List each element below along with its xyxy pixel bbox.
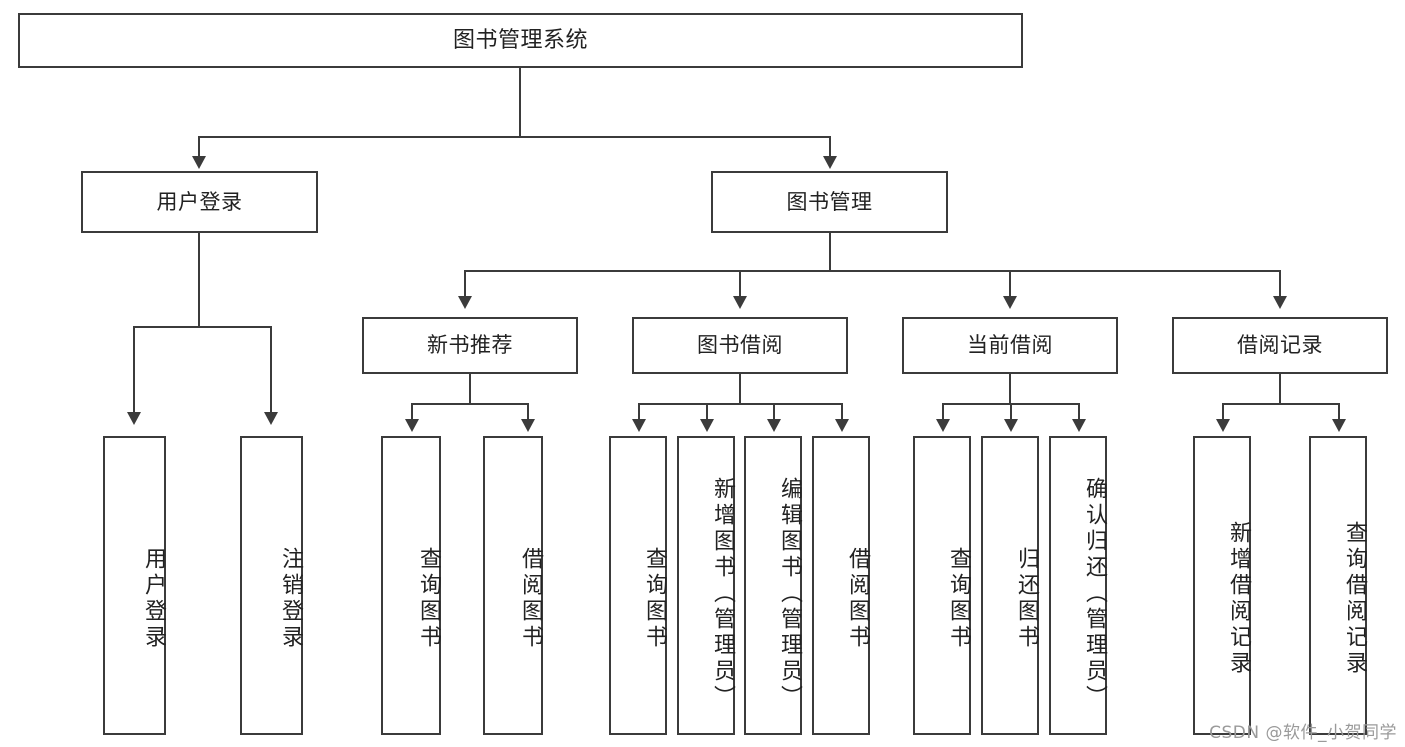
edge-root-to-bookmgmt: [829, 136, 831, 158]
arrowhead-current-to-leaf1: [936, 419, 950, 432]
leaf-edit-book-admin[interactable]: 编辑图书（管理员）: [744, 436, 802, 735]
edge-current-stem: [1009, 374, 1011, 403]
edge-current-to-leaf1: [942, 403, 944, 421]
arrowhead-current-to-leaf2: [1004, 419, 1018, 432]
edge-bookmgmt-to-current: [1009, 270, 1011, 298]
edge-borrow-stem: [739, 374, 741, 403]
node-label: 注销登录: [278, 546, 303, 651]
edge-borrow-to-leaf4: [841, 403, 843, 421]
arrowhead-bookmgmt-to-records: [1273, 296, 1287, 309]
arrowhead-login-to-leaf2: [264, 412, 278, 425]
edge-borrow-to-leaf2: [706, 403, 708, 421]
edge-borrow-to-leaf1: [638, 403, 640, 421]
arrowhead-records-to-leaf1: [1216, 419, 1230, 432]
edge-records-bus: [1222, 403, 1338, 405]
node-user-login[interactable]: 用户登录: [81, 171, 318, 233]
node-label: 查询借阅记录: [1342, 520, 1367, 677]
edge-records-to-leaf1: [1222, 403, 1224, 421]
arrowhead-records-to-leaf2: [1332, 419, 1346, 432]
edge-login-to-leaf2: [270, 326, 272, 414]
arrowhead-newbooks-to-leaf2: [521, 419, 535, 432]
node-label: 借阅图书: [518, 546, 543, 651]
node-label: 新书推荐: [427, 333, 513, 358]
arrowhead-login-to-leaf1: [127, 412, 141, 425]
leaf-borrow-book-newbooks[interactable]: 借阅图书: [483, 436, 543, 735]
arrowhead-bookmgmt-to-borrow: [733, 296, 747, 309]
edge-borrow-bus: [638, 403, 841, 405]
arrowhead-current-to-leaf3: [1072, 419, 1086, 432]
edge-newbooks-to-leaf2: [527, 403, 529, 421]
arrowhead-root-to-bookmgmt: [823, 156, 837, 169]
node-label: 确认归还（管理员）: [1082, 476, 1107, 711]
node-label: 用户登录: [156, 189, 243, 214]
edge-bookmgmt-to-borrow: [739, 270, 741, 298]
node-label: 借阅记录: [1237, 333, 1323, 358]
node-label: 查询图书: [946, 546, 971, 651]
leaf-logout[interactable]: 注销登录: [240, 436, 303, 735]
edge-bookmgmt-bus: [464, 270, 1280, 272]
arrowhead-bookmgmt-to-current: [1003, 296, 1017, 309]
leaf-borrow-book-borrow[interactable]: 借阅图书: [812, 436, 870, 735]
edge-newbooks-to-leaf1: [411, 403, 413, 421]
arrowhead-borrow-to-leaf1: [632, 419, 646, 432]
node-root-system[interactable]: 图书管理系统: [18, 13, 1023, 68]
node-label: 图书管理系统: [452, 27, 588, 53]
leaf-confirm-return-admin[interactable]: 确认归还（管理员）: [1049, 436, 1107, 735]
node-label: 新增图书（管理员）: [710, 476, 735, 711]
arrowhead-borrow-to-leaf3: [767, 419, 781, 432]
edge-bookmgmt-to-newbooks: [464, 270, 466, 298]
node-label: 用户登录: [141, 546, 166, 651]
edge-newbooks-stem: [469, 374, 471, 403]
edge-borrow-to-leaf3: [773, 403, 775, 421]
arrowhead-borrow-to-leaf4: [835, 419, 849, 432]
watermark: CSDN @软件_小贺同学: [1209, 723, 1397, 743]
node-label: 当前借阅: [967, 333, 1053, 358]
arrowhead-borrow-to-leaf2: [700, 419, 714, 432]
edge-records-to-leaf2: [1338, 403, 1340, 421]
node-label: 查询图书: [416, 546, 441, 651]
leaf-query-book-borrow[interactable]: 查询图书: [609, 436, 667, 735]
edge-bookmgmt-to-records: [1279, 270, 1281, 298]
node-label: 新增借阅记录: [1226, 520, 1251, 677]
leaf-return-book[interactable]: 归还图书: [981, 436, 1039, 735]
node-label: 查询图书: [642, 546, 667, 651]
node-label: 借阅图书: [845, 546, 870, 651]
edge-bookmgmt-stem: [829, 233, 831, 270]
node-label: 图书借阅: [697, 333, 783, 358]
node-book-management[interactable]: 图书管理: [711, 171, 948, 233]
leaf-query-borrow-record[interactable]: 查询借阅记录: [1309, 436, 1367, 735]
arrowhead-root-to-login: [192, 156, 206, 169]
edge-root-stem: [519, 68, 521, 136]
arrowhead-newbooks-to-leaf1: [405, 419, 419, 432]
node-current-borrow[interactable]: 当前借阅: [902, 317, 1118, 374]
edge-current-to-leaf2: [1010, 403, 1012, 421]
leaf-add-borrow-record[interactable]: 新增借阅记录: [1193, 436, 1251, 735]
leaf-add-book-admin[interactable]: 新增图书（管理员）: [677, 436, 735, 735]
node-label: 编辑图书（管理员）: [777, 476, 802, 711]
leaf-query-book-newbooks[interactable]: 查询图书: [381, 436, 441, 735]
edge-root-bus: [198, 136, 830, 138]
node-label: 归还图书: [1014, 546, 1039, 651]
edge-root-to-login: [198, 136, 200, 158]
leaf-user-login[interactable]: 用户登录: [103, 436, 166, 735]
node-label: 图书管理: [786, 189, 873, 214]
edge-login-stem: [198, 233, 200, 326]
leaf-query-book-current[interactable]: 查询图书: [913, 436, 971, 735]
node-book-borrow[interactable]: 图书借阅: [632, 317, 848, 374]
edge-newbooks-bus: [411, 403, 527, 405]
node-new-book-recommend[interactable]: 新书推荐: [362, 317, 578, 374]
edge-login-to-leaf1: [133, 326, 135, 414]
edge-records-stem: [1279, 374, 1281, 403]
node-borrow-records[interactable]: 借阅记录: [1172, 317, 1388, 374]
arrowhead-bookmgmt-to-newbooks: [458, 296, 472, 309]
edge-login-bus: [133, 326, 270, 328]
edge-current-to-leaf3: [1078, 403, 1080, 421]
